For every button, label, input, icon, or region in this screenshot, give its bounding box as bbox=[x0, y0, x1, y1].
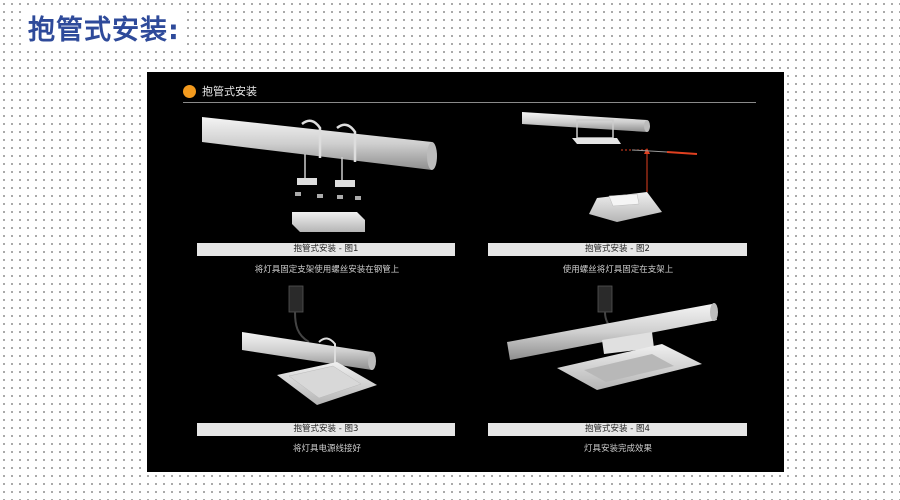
page-title: 抱管式安装: bbox=[26, 8, 182, 47]
figure-3-description: 将灯具电源线接好 bbox=[292, 444, 361, 454]
installation-panel: 抱管式安装 抱管式安装 - 图1 将灯具固定支架使用螺丝安装在钢管上 bbox=[147, 72, 784, 472]
figure-1-description: 将灯具固定支架使用螺丝安装在钢管上 bbox=[254, 265, 400, 275]
figure-2-description: 使用螺丝将灯具固定在支架上 bbox=[562, 265, 674, 275]
header-divider bbox=[183, 102, 756, 103]
figure-3-illustration bbox=[242, 285, 377, 405]
figure-4-illustration bbox=[507, 285, 718, 390]
figure-2-label: 抱管式安装 - 图2 bbox=[488, 243, 747, 256]
panel-header: 抱管式安装 bbox=[183, 83, 257, 99]
figure-1-label: 抱管式安装 - 图1 bbox=[197, 243, 455, 256]
figure-2-illustration bbox=[522, 112, 698, 222]
figure-1-illustration bbox=[202, 117, 437, 232]
figure-4-description: 灯具安装完成效果 bbox=[583, 444, 652, 454]
bullet-dot-icon bbox=[183, 84, 196, 98]
panel-heading: 抱管式安装 bbox=[202, 85, 257, 98]
figure-3-label: 抱管式安装 - 图3 bbox=[197, 423, 455, 436]
figure-4-label: 抱管式安装 - 图4 bbox=[488, 423, 747, 436]
